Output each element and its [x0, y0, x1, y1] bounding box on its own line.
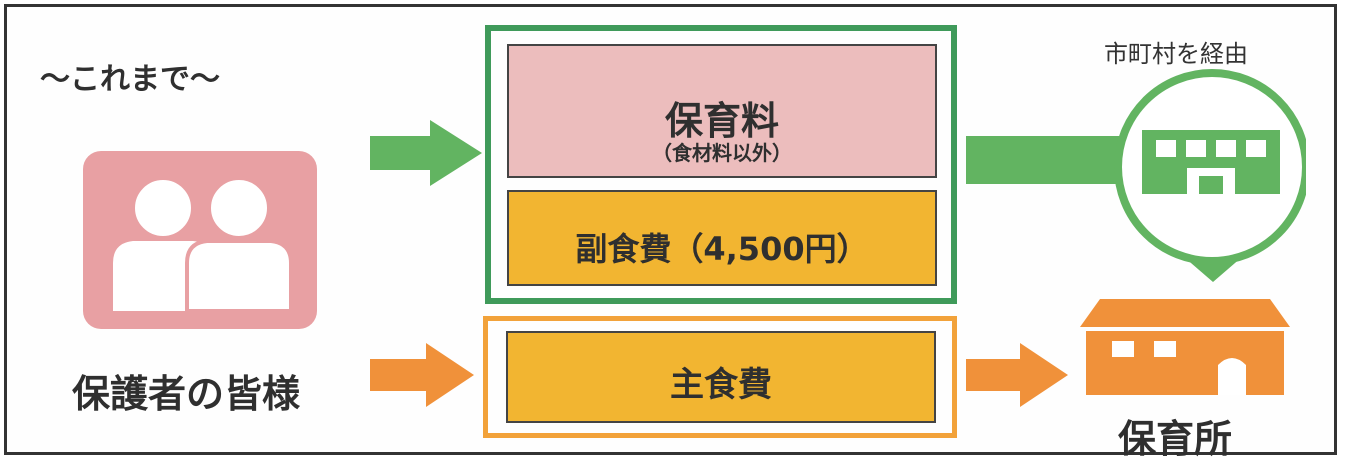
green-arrow-to-fees — [370, 120, 482, 186]
childcare-fee-box: 保育料 （食材料以外） — [507, 44, 937, 178]
nursery-label: 保育所 — [1118, 417, 1233, 461]
orange-arrow-to-nursery — [966, 343, 1068, 407]
side-dish-fee-label: 副食費（4,500円） — [575, 230, 869, 268]
staple-food-fee-box: 主食費 — [506, 331, 936, 423]
municipality-route — [966, 69, 1306, 282]
childcare-fee-title: 保育料 — [664, 99, 779, 143]
staple-food-frame — [483, 316, 957, 438]
municipality-label: 市町村を経由 — [1104, 40, 1248, 68]
guardian-label: 保護者の皆様 — [72, 372, 301, 416]
staple-food-fee-label: 主食費 — [670, 365, 772, 405]
nursery-building-icon — [1080, 299, 1290, 395]
side-dish-fee-box: 副食費（4,500円） — [507, 190, 937, 286]
orange-arrow-to-staple — [370, 343, 474, 407]
two-people-icon — [83, 151, 317, 329]
diagram-heading: 〜これまで〜 — [40, 62, 220, 97]
public-fees-frame — [485, 25, 957, 304]
childcare-fee-note: （食材料以外） — [652, 141, 792, 165]
